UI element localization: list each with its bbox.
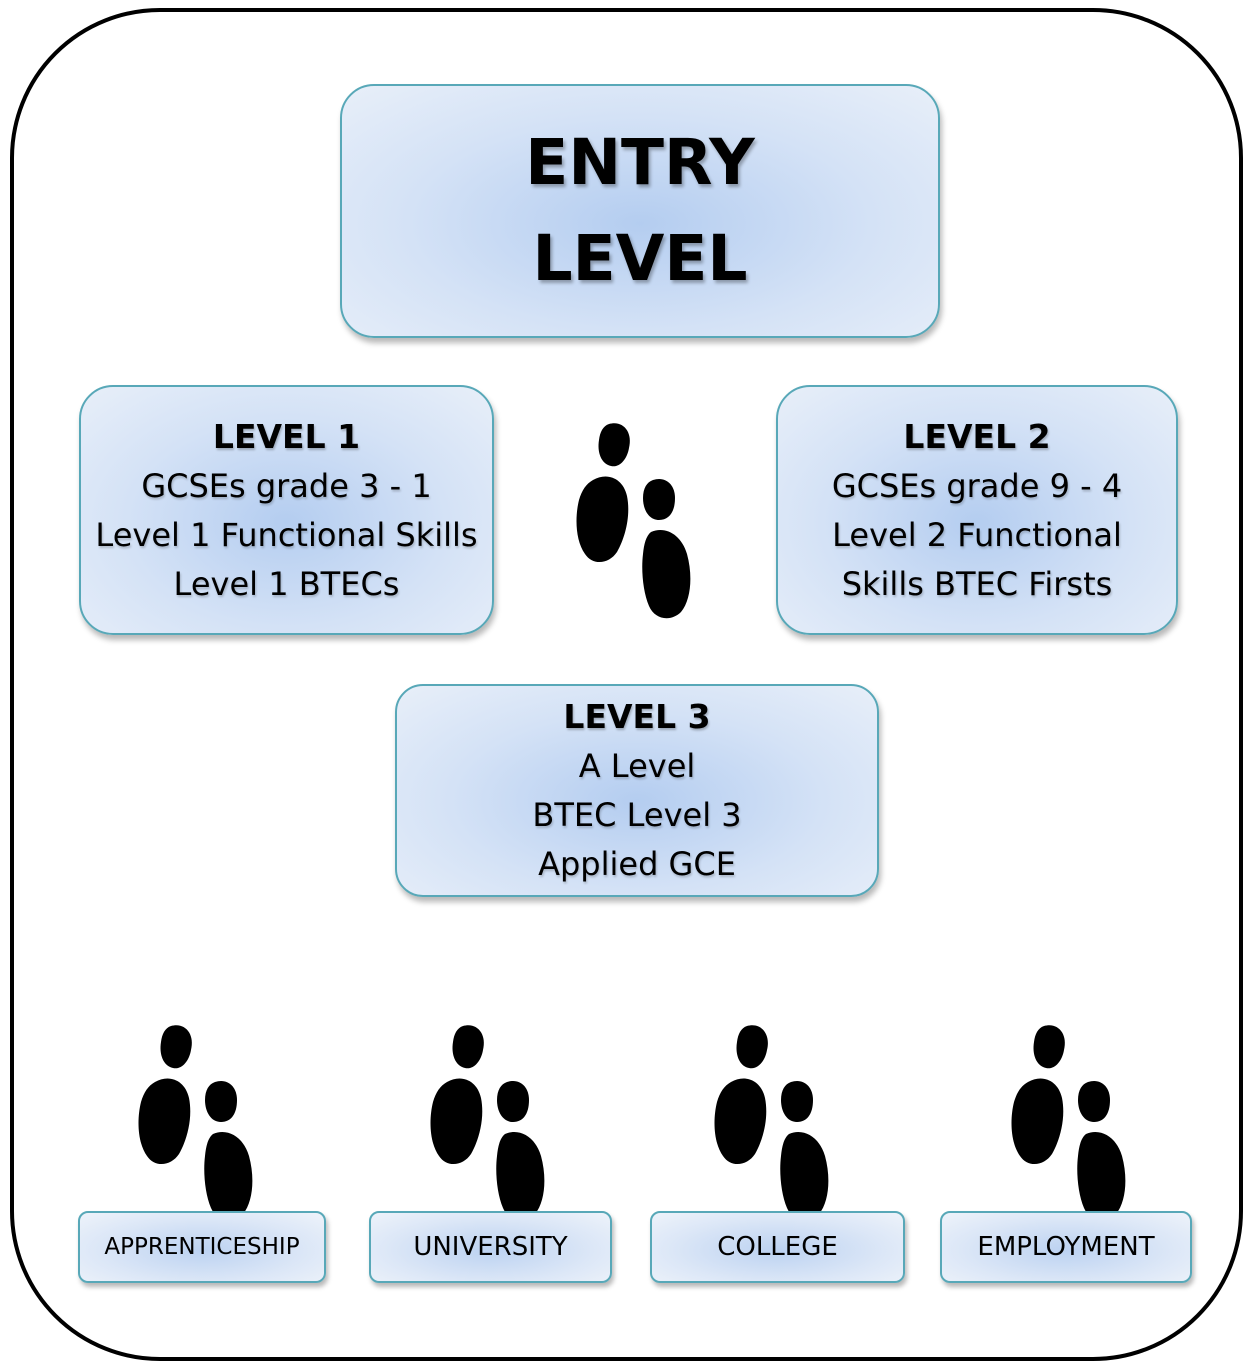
level-2-line: GCSEs grade 9 - 4 [831, 466, 1123, 505]
level-1-line: Level 1 BTECs [173, 564, 400, 603]
level-1-line: GCSEs grade 3 - 1 [141, 466, 432, 505]
level-3-box: LEVEL 3 A Level BTEC Level 3 Applied GCE [395, 684, 879, 897]
level-2-box: LEVEL 2 GCSEs grade 9 - 4 Level 2 Functi… [776, 385, 1178, 635]
footsteps-icon [427, 1022, 552, 1222]
destination-college: COLLEGE [650, 1211, 905, 1283]
entry-level-title-line1: ENTRY [525, 126, 755, 199]
level-1-line: Level 1 Functional Skills [95, 515, 478, 554]
level-1-title: LEVEL 1 [212, 416, 361, 456]
footsteps-icon [135, 1022, 260, 1222]
entry-level-title-line2: LEVEL [532, 222, 748, 295]
entry-level-box: ENTRY LEVEL [340, 84, 940, 338]
level-3-line: A Level [578, 747, 696, 785]
footsteps-icon [573, 420, 698, 620]
level-3-line: Applied GCE [538, 845, 736, 883]
level-3-title: LEVEL 3 [563, 697, 711, 736]
footsteps-icon [711, 1022, 836, 1222]
level-3-line: BTEC Level 3 [532, 796, 742, 834]
level-2-line: Level 2 Functional Skills BTEC Firsts [832, 515, 1122, 603]
footsteps-icon [1008, 1022, 1133, 1222]
destination-apprenticeship: APPRENTICESHIP [78, 1211, 326, 1283]
destination-university: UNIVERSITY [369, 1211, 612, 1283]
level-1-box: LEVEL 1 GCSEs grade 3 - 1 Level 1 Functi… [79, 385, 494, 635]
level-2-title: LEVEL 2 [903, 416, 1051, 456]
destination-employment: EMPLOYMENT [940, 1211, 1192, 1283]
